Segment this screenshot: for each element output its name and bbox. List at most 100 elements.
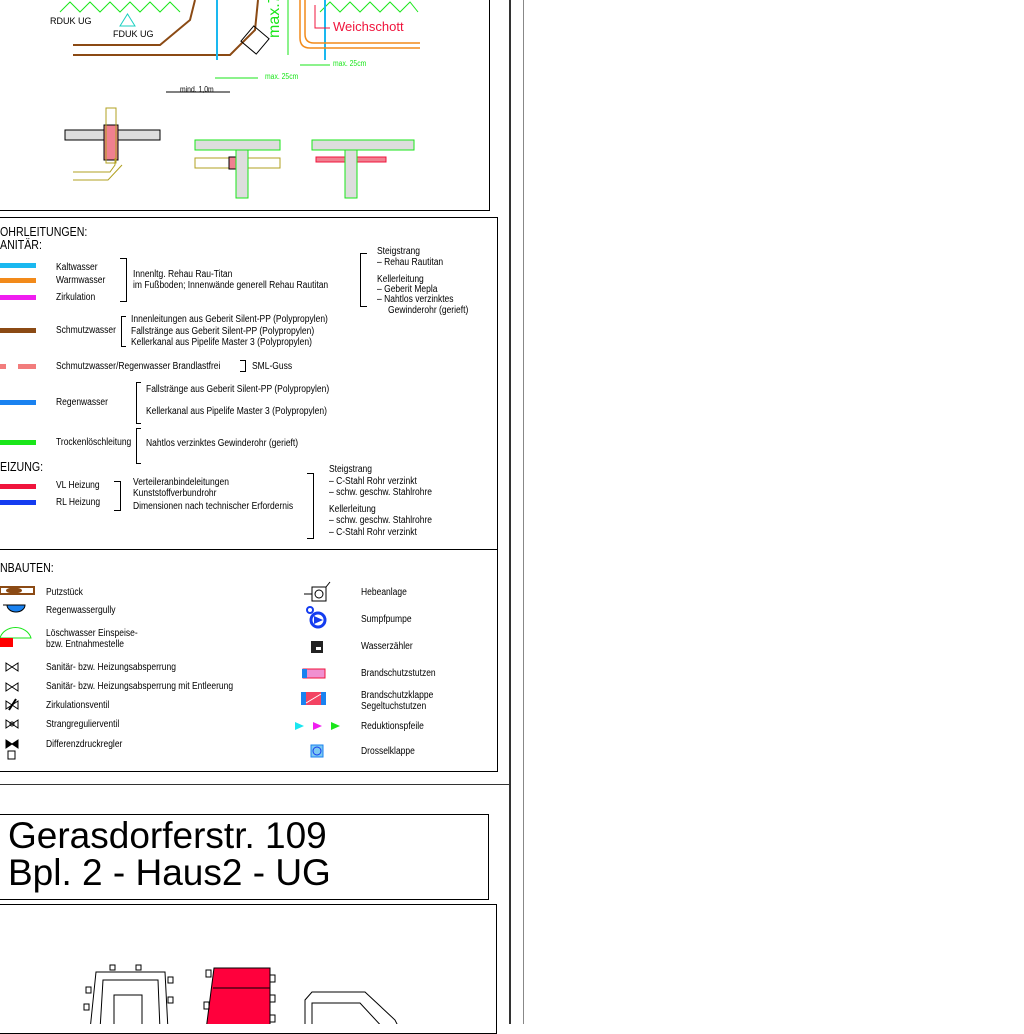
wasserzaehler-icon [311,641,323,653]
rohrleitungen-heading: OHRLEITUNGEN: [0,225,88,239]
bracket [136,428,141,464]
fduk-label: FDUK UG [113,29,154,39]
note-line: – C-Stahl Rohr verzinkt [329,476,417,487]
legend-divider [0,549,498,550]
drosselklappe-icon [310,744,324,758]
regenwassergully-icon [3,604,26,613]
building-highlighted [203,967,276,1024]
einbau-label: Drosselklappe [361,746,415,757]
einbauten-heading: NBAUTEN: [0,561,54,575]
brandschutzstutzen-icon [302,668,326,679]
loeschwasser-icon [0,627,32,647]
project-subtitle: Bpl. 2 - Haus2 - UG [8,852,331,893]
einbau-label: Segeltuchstutzen [361,701,427,712]
strangregulierventil-icon [5,719,19,729]
bracket [136,382,141,424]
note-line: Innenltg. Rehau Rau-Titan [133,269,233,280]
einbau-label: bzw. Entnahmestelle [46,639,124,650]
building-outline [304,991,398,1024]
einbauten-right-symbols [295,581,340,758]
pipe-kaltwasser-line [0,263,36,268]
einbau-label: Sanitär- bzw. Heizungsabsperrung [46,662,176,673]
pipe-label: Regenwasser [56,397,108,408]
einbau-label: Löschwasser Einspeise- [46,628,138,639]
note-line: Kellerleitung [329,504,376,515]
key-plan [83,964,398,1024]
differenzdruckregler-icon [5,739,19,760]
einbau-label: Sumpfpumpe [361,614,412,625]
note-line: Steigstrang [329,464,373,475]
pipe-regenwasser-line [0,400,36,405]
absperrung-entleerung-icon [5,682,19,692]
max25-label: max. 25cm [333,59,367,68]
einbau-label: Brandschutzstutzen [361,668,436,679]
legend-box [0,217,498,772]
heizung-heading: EIZUNG: [0,460,44,474]
weichschott-label: Weichschott [333,19,404,34]
einbau-label: Reduktionspfeile [361,721,424,732]
einbau-label: Zirkulationsventil [46,700,110,711]
mind-label: mind. 1,0m [180,85,214,94]
title-block [0,814,489,900]
einbau-label: Brandschutzklappe [361,690,434,701]
pipe-label: Kaltwasser [56,262,98,273]
bracket [360,253,367,307]
note-line: Fallstränge aus Geberit Silent-PP (Polyp… [131,326,315,337]
pipe-warmwasser-line [0,278,36,283]
pipe-zirkulation-line [0,295,36,300]
note-line: Nahtlos verzinktes Gewinderohr (gerieft) [146,438,299,449]
note-line: Verteileranbindeleitungen [133,477,229,488]
frame-line [523,0,524,1024]
note-line: Kellerkanal aus Pipelife Master 3 (Polyp… [146,406,327,417]
einbau-label: Sanitär- bzw. Heizungsabsperrung mit Ent… [46,681,234,692]
pipe-trocken-line [0,440,36,445]
einbau-label: Wasserzähler [361,641,413,652]
sumpfpumpe-icon [306,606,327,629]
note-line: Kellerleitung [377,274,424,285]
frame-line [509,0,511,1024]
rduk-label: RDUK UG [50,16,92,26]
detail-drawing: RDUK UG FDUK UG max.750 Weichschott max.… [0,0,490,211]
note-line: Gewinderohr (gerieft) [388,305,469,316]
brandschutzklappe-icon [301,692,326,705]
pipe-label: Trockenlöschleitung [56,437,132,448]
einbau-label: Strangregulierventil [46,719,120,730]
note-line: Steigstrang [377,246,421,257]
note-line: – Nahtlos verzinktes [377,294,454,305]
note-line: SML-Guss [252,361,293,372]
einbau-label: Regenwassergully [46,605,116,616]
pipe-brandlast-line [0,364,6,369]
building-outline [83,964,174,1024]
einbau-label: Putzstück [46,587,83,598]
pipe-label: RL Heizung [56,497,101,508]
putzstueck-icon [0,586,35,595]
sanitaer-heading: ANITÄR: [0,238,42,252]
max25-label: max. 25cm [265,72,299,81]
note-line: – schw. geschw. Stahlrohre [329,487,433,498]
pipe-label: Zirkulation [56,292,96,303]
note-line: Kunststoffverbundrohr [133,488,217,499]
hebeanlage-icon [304,581,331,602]
pipe-label: VL Heizung [56,480,100,491]
max750-label: max.750 [266,0,283,38]
note-line: – Geberit Mepla [377,284,438,295]
note-line: – Rehau Rautitan [377,257,444,268]
pipe-vl-heizung-line [0,484,36,489]
bracket [120,258,127,302]
zirkulationsventil-icon [5,698,19,711]
einbauten-left-symbols [0,586,35,760]
pipe-schmutzwasser-line [0,328,36,333]
note-line: Dimensionen nach technischer Erfordernis [133,501,294,512]
bracket [307,473,314,539]
pipe-rl-heizung-line [0,500,36,505]
project-address: Gerasdorferstr. 109 [8,815,327,856]
frame-line [0,784,510,785]
note-line: Fallstränge aus Geberit Silent-PP (Polyp… [146,384,330,395]
bracket [121,316,126,347]
pipe-label: Warmwasser [56,275,106,286]
bracket [240,360,246,372]
note-line: Innenleitungen aus Geberit Silent-PP (Po… [131,314,328,325]
einbau-label: Hebeanlage [361,587,407,598]
note-line: Kellerkanal aus Pipelife Master 3 (Polyp… [131,337,312,348]
reduktionspfeile-icon [295,722,340,730]
